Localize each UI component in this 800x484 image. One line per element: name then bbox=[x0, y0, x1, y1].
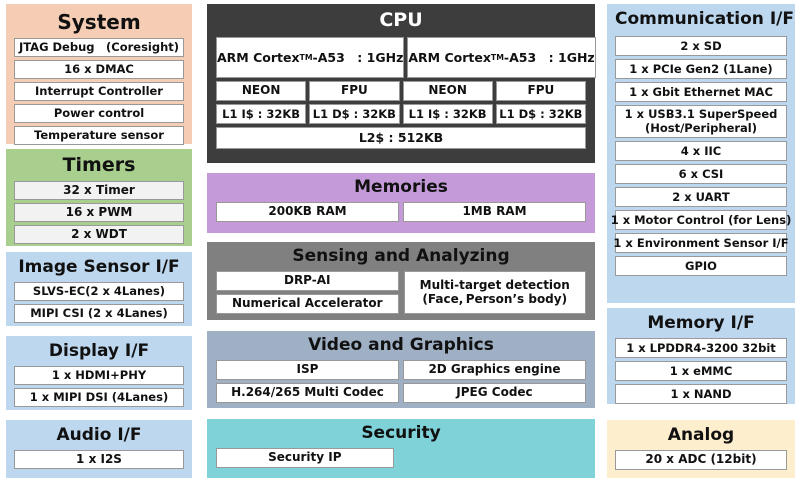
block-image-sensor-if: Image Sensor I/F SLVS-EC(2 x 4Lanes) MIP… bbox=[6, 252, 192, 326]
block-title-memories: Memories bbox=[354, 177, 448, 197]
communication-item-iic: 4 x IIC bbox=[615, 141, 787, 161]
block-title-cpu: CPU bbox=[379, 9, 423, 31]
block-title-communication-if: Communication I/F bbox=[615, 9, 794, 29]
cpu-l1-icache-1: L1 I$ : 32KB bbox=[402, 104, 493, 124]
timers-item-pwm: 16 x PWM bbox=[14, 203, 184, 222]
video-item-isp: ISP bbox=[216, 360, 399, 380]
communication-item-sd: 2 x SD bbox=[615, 36, 787, 56]
display-item-hdmi: 1 x HDMI+PHY bbox=[14, 366, 184, 385]
cpu-l2-row: L2$ : 512KB bbox=[216, 127, 586, 149]
block-video-and-graphics: Video and Graphics ISP 2D Graphics engin… bbox=[207, 331, 595, 408]
sensing-columns: DRP-AI Numerical Accelerator Multi-targe… bbox=[216, 271, 586, 314]
system-item-jtag-debug: JTAG Debug (Coresight) bbox=[14, 38, 184, 57]
cpu-unit-neon-1: NEON bbox=[402, 81, 493, 101]
timers-item-wdt: 2 x WDT bbox=[14, 225, 184, 244]
sensing-left-column: DRP-AI Numerical Accelerator bbox=[216, 271, 399, 314]
video-item-2d-graphics-engine: 2D Graphics engine bbox=[403, 360, 586, 380]
cpu-l2-cache: L2$ : 512KB bbox=[216, 127, 586, 149]
cpu-unit-fpu-1: FPU bbox=[495, 81, 586, 101]
block-security: Security Security IP bbox=[207, 419, 595, 478]
block-title-analog: Analog bbox=[667, 425, 735, 445]
cpu-l1-icache-0: L1 I$ : 32KB bbox=[216, 104, 307, 124]
system-item-dmac: 16 x DMAC bbox=[14, 60, 184, 79]
block-title-memory-if: Memory I/F bbox=[647, 313, 755, 333]
communication-item-environment-sensor-if: 1 x Environment Sensor I/F bbox=[613, 233, 789, 253]
sensing-item-drp-ai: DRP-AI bbox=[216, 271, 399, 291]
block-title-video-and-graphics: Video and Graphics bbox=[308, 335, 494, 355]
block-display-if: Display I/F 1 x HDMI+PHY 1 x MIPI DSI (4… bbox=[6, 336, 192, 410]
block-analog: Analog 20 x ADC (12bit) bbox=[607, 420, 795, 478]
memory-if-item-nand: 1 x NAND bbox=[615, 384, 787, 404]
communication-item-gpio: GPIO bbox=[615, 256, 787, 276]
cpu-unit-fpu-0: FPU bbox=[309, 81, 400, 101]
memory-if-item-emmc: 1 x eMMC bbox=[615, 361, 787, 381]
cpu-unit-row: NEON FPU NEON FPU bbox=[216, 81, 586, 101]
timers-item-timer: 32 x Timer bbox=[14, 181, 184, 200]
cpu-unit-neon-0: NEON bbox=[216, 81, 307, 101]
block-title-audio-if: Audio I/F bbox=[56, 425, 142, 445]
block-audio-if: Audio I/F 1 x I2S bbox=[6, 420, 192, 478]
communication-item-csi: 6 x CSI bbox=[615, 164, 787, 184]
block-memory-if: Memory I/F 1 x LPDDR4-3200 32bit 1 x eMM… bbox=[607, 308, 795, 404]
sensing-item-numerical-accelerator: Numerical Accelerator bbox=[216, 294, 399, 314]
communication-item-motor-control: 1 x Motor Control (for Lens) bbox=[611, 210, 791, 230]
communication-item-uart: 2 x UART bbox=[615, 187, 787, 207]
image-sensor-item-mipi-csi: MIPI CSI (2 x 4Lanes) bbox=[14, 304, 184, 323]
security-item-security-ip: Security IP bbox=[216, 448, 394, 468]
video-item-jpeg-codec: JPEG Codec bbox=[403, 383, 586, 403]
communication-item-gbit-ethernet-mac: 1 x Gbit Ethernet MAC bbox=[615, 82, 787, 102]
video-item-h264-265-multi-codec: H.264/265 Multi Codec bbox=[216, 383, 399, 403]
analog-item-adc: 20 x ADC (12bit) bbox=[615, 450, 787, 470]
system-item-temperature-sensor: Temperature sensor bbox=[14, 126, 184, 145]
block-system: System JTAG Debug (Coresight) 16 x DMAC … bbox=[6, 4, 192, 145]
memories-item-200kb-ram: 200KB RAM bbox=[216, 202, 399, 222]
display-item-mipi-dsi: 1 x MIPI DSI (4Lanes) bbox=[14, 388, 184, 407]
block-title-display-if: Display I/F bbox=[48, 341, 150, 361]
video-row-1: ISP 2D Graphics engine bbox=[216, 360, 586, 380]
communication-item-usb31-superspeed: 1 x USB3.1 SuperSpeed(Host/Peripheral) bbox=[615, 105, 787, 138]
memory-if-item-lpddr4: 1 x LPDDR4-3200 32bit bbox=[615, 338, 787, 358]
sensing-item-multi-target-detection: Multi-target detection(Face, Person’s bo… bbox=[403, 271, 586, 314]
system-item-interrupt-controller: Interrupt Controller bbox=[14, 82, 184, 101]
system-item-power-control: Power control bbox=[14, 104, 184, 123]
communication-item-pcie: 1 x PCIe Gen2 (1Lane) bbox=[615, 59, 787, 79]
block-title-timers: Timers bbox=[62, 154, 136, 176]
block-title-security: Security bbox=[361, 423, 441, 443]
cpu-l1-row: L1 I$ : 32KB L1 D$ : 32KB L1 I$ : 32KB L… bbox=[216, 104, 586, 124]
sensing-right-column: Multi-target detection(Face, Person’s bo… bbox=[403, 271, 586, 314]
memories-row: 200KB RAM 1MB RAM bbox=[216, 202, 586, 222]
cpu-l1-dcache-0: L1 D$ : 32KB bbox=[309, 104, 400, 124]
block-communication-if: Communication I/F 2 x SD 1 x PCIe Gen2 (… bbox=[607, 4, 795, 303]
image-sensor-item-slvs-ec: SLVS-EC(2 x 4Lanes) bbox=[14, 282, 184, 301]
audio-item-i2s: 1 x I2S bbox=[14, 450, 184, 469]
block-title-sensing-and-analyzing: Sensing and Analyzing bbox=[292, 246, 510, 266]
memories-item-1mb-ram: 1MB RAM bbox=[403, 202, 586, 222]
block-timers: Timers 32 x Timer 16 x PWM 2 x WDT bbox=[6, 149, 192, 246]
block-title-system: System bbox=[57, 10, 141, 34]
block-sensing-and-analyzing: Sensing and Analyzing DRP-AI Numerical A… bbox=[207, 242, 595, 320]
video-row-2: H.264/265 Multi Codec JPEG Codec bbox=[216, 383, 586, 403]
block-title-image-sensor-if: Image Sensor I/F bbox=[18, 257, 180, 277]
cpu-l1-dcache-1: L1 D$ : 32KB bbox=[495, 104, 586, 124]
block-memories: Memories 200KB RAM 1MB RAM bbox=[207, 173, 595, 233]
